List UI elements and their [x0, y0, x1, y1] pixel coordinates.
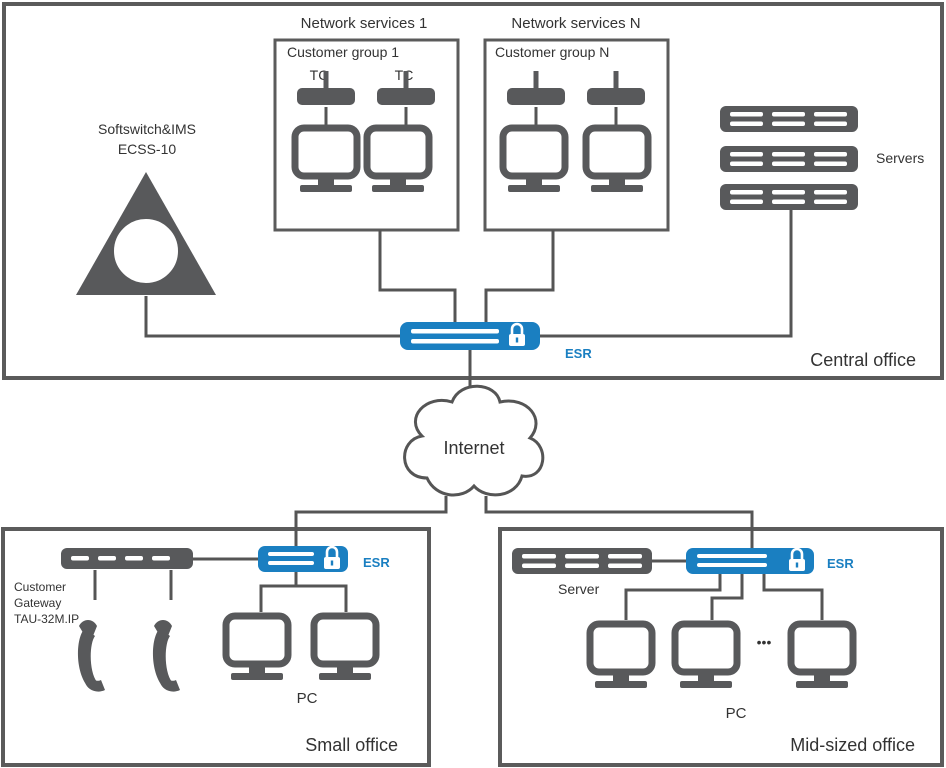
mid-office-esr-label: ESR [827, 556, 854, 571]
monitor-icon [503, 128, 565, 192]
softswitch-label-line1: Softswitch&IMS [98, 121, 196, 137]
central-office-frame [2, 2, 944, 380]
server-rack-icon [720, 106, 858, 132]
telephone-icon [152, 620, 180, 692]
gateway-label-line3: TAU-32M.IP [14, 612, 79, 626]
monitor-icon [295, 128, 357, 192]
customer-group-n-box [483, 38, 670, 232]
softswitch-label-line2: ECSS-10 [118, 141, 177, 157]
server-icon [512, 548, 652, 574]
network-services-1-label: Network services 1 [301, 15, 428, 32]
small-office-esr-label: ESR [363, 555, 390, 570]
thin-client-icon [297, 71, 355, 105]
servers-label: Servers [876, 150, 924, 166]
softswitch-icon [76, 172, 216, 295]
mid-office-esr-router-icon [686, 547, 814, 574]
monitor-icon [791, 624, 853, 688]
network-services-n-label: Network services N [511, 15, 640, 32]
customer-gateway-icon [61, 548, 193, 569]
mid-office-server-label: Server [558, 581, 600, 597]
monitor-icon [675, 624, 737, 688]
thin-client-icon [587, 71, 645, 105]
customer-group-n-label: Customer group N [495, 44, 609, 60]
monitor-icon [226, 616, 288, 680]
monitor-icon [590, 624, 652, 688]
small-office-esr-router-icon [258, 545, 348, 572]
central-esr-label: ESR [565, 346, 592, 361]
mid-office-pc-label: PC [726, 705, 747, 722]
gateway-label-line2: Gateway [14, 596, 61, 610]
connection-lines [93, 107, 824, 620]
gateway-label-line1: Customer [14, 580, 66, 594]
internet-label: Internet [443, 438, 504, 458]
server-rack-icon [720, 184, 858, 210]
small-office-pc-label: PC [297, 690, 318, 707]
monitor-icon [314, 616, 376, 680]
central-esr-router-icon [400, 322, 540, 350]
mid-office-frame [498, 527, 944, 767]
customer-group-1-box [273, 38, 460, 232]
monitor-icon [367, 128, 429, 192]
small-office-frame [1, 527, 431, 767]
telephone-icon [77, 620, 105, 692]
server-rack-icon [720, 146, 858, 172]
mid-office-label: Mid-sized office [790, 735, 915, 755]
more-pcs-ellipsis: ••• [757, 634, 772, 650]
customer-group-1-label: Customer group 1 [287, 44, 399, 60]
small-office-label: Small office [305, 735, 398, 755]
thin-client-icon [507, 71, 565, 105]
central-office-label: Central office [810, 350, 916, 370]
internet-cloud-icon [403, 384, 545, 497]
thin-client-icon [377, 71, 435, 105]
monitor-icon [586, 128, 648, 192]
